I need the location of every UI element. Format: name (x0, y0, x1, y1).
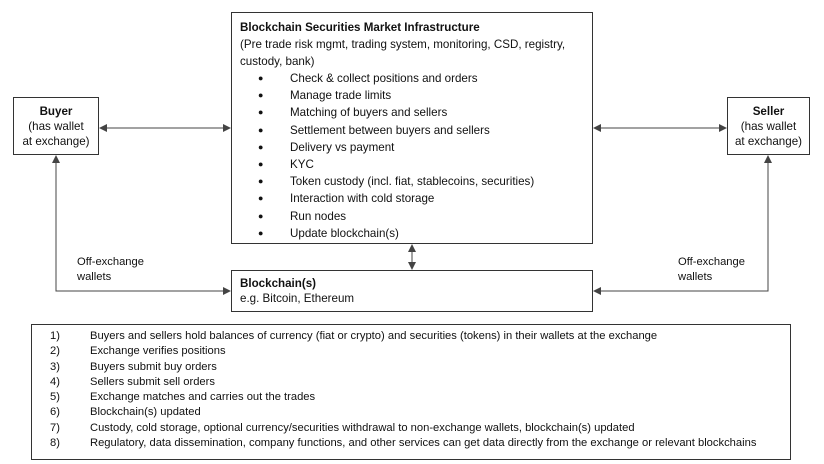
left-label-line1: Off-exchange (77, 256, 144, 268)
step-text: Regulatory, data dissemination, company … (90, 437, 757, 450)
arrow-buyer-blockchain (52, 155, 231, 295)
buyer-line1: (has wallet (28, 120, 84, 133)
function-item: Check & collect positions and orders (240, 70, 584, 87)
step-row: 3) Buyers submit buy orders (42, 360, 780, 375)
blockchain-subtitle: e.g. Bitcoin, Ethereum (240, 292, 355, 305)
step-number: 8) (50, 437, 60, 450)
function-item: Run nodes (240, 208, 584, 225)
function-item: KYC (240, 156, 584, 173)
step-number: 5) (50, 391, 60, 404)
buyer-line2: at exchange) (22, 135, 90, 148)
infrastructure-box: Blockchain Securities Market Infrastruct… (231, 12, 593, 244)
step-row: 4) Sellers submit sell orders (42, 375, 780, 390)
step-row: 5) Exchange matches and carries out the t… (42, 390, 780, 405)
function-item: Settlement between buyers and sellers (240, 122, 584, 139)
buyer-box: Buyer (has wallet at exchange) (13, 97, 99, 155)
function-item: Delivery vs payment (240, 139, 584, 156)
step-row: 1) Buyers and sellers hold balances of cu… (42, 329, 780, 344)
step-text: Sellers submit sell orders (90, 375, 215, 388)
step-text: Custody, cold storage, optional currency… (90, 421, 635, 434)
step-row: 6) Blockchain(s) updated (42, 405, 780, 420)
left-off-exchange-label: Off-exchange wallets (77, 255, 144, 285)
seller-box: Seller (has wallet at exchange) (727, 97, 810, 155)
step-number: 1) (50, 330, 60, 342)
step-text: Buyers submit buy orders (90, 360, 217, 373)
step-number: 4) (50, 375, 60, 388)
arrow-seller-blockchain (593, 155, 772, 295)
right-off-exchange-label: Off-exchange wallets (678, 255, 745, 285)
function-item: Matching of buyers and sellers (240, 104, 584, 121)
process-steps-box: 1) Buyers and sellers hold balances of cu… (31, 324, 791, 460)
step-text: Blockchain(s) updated (90, 406, 201, 419)
step-number: 2) (50, 345, 60, 358)
function-item: Manage trade limits (240, 87, 584, 104)
step-row: 2) Exchange verifies positions (42, 344, 780, 359)
buyer-title: Buyer (39, 105, 73, 118)
step-text: Exchange verifies positions (90, 345, 226, 358)
infrastructure-subtitle: (Pre trade risk mgmt, trading system, mo… (240, 38, 566, 68)
step-number: 7) (50, 421, 60, 434)
function-item: Interaction with cold storage (240, 190, 584, 207)
seller-line2: at exchange) (734, 135, 803, 148)
infrastructure-function-list: Check & collect positions and orders Man… (240, 70, 584, 242)
blockchain-title: Blockchain(s) (240, 277, 317, 290)
step-text: Exchange matches and carries out the tra… (90, 391, 316, 404)
function-item: Token custody (incl. fiat, stablecoins, … (240, 173, 584, 190)
blockchain-box: Blockchain(s) e.g. Bitcoin, Ethereum (231, 270, 593, 312)
infrastructure-title: Blockchain Securities Market Infrastruct… (240, 21, 480, 34)
function-item: Update blockchain(s) (240, 225, 584, 242)
step-number: 6) (50, 406, 60, 419)
step-text: Buyers and sellers hold balances of curr… (90, 330, 658, 342)
seller-line1: (has wallet (740, 120, 797, 133)
right-label-line2: wallets (678, 271, 713, 283)
step-row: 8) Regulatory, data dissemination, compan… (42, 436, 780, 451)
right-label-line1: Off-exchange (678, 256, 745, 268)
step-number: 3) (50, 360, 60, 373)
left-label-line2: wallets (77, 271, 112, 283)
step-row: 7) Custody, cold storage, optional curren… (42, 421, 780, 436)
seller-title: Seller (752, 105, 785, 118)
